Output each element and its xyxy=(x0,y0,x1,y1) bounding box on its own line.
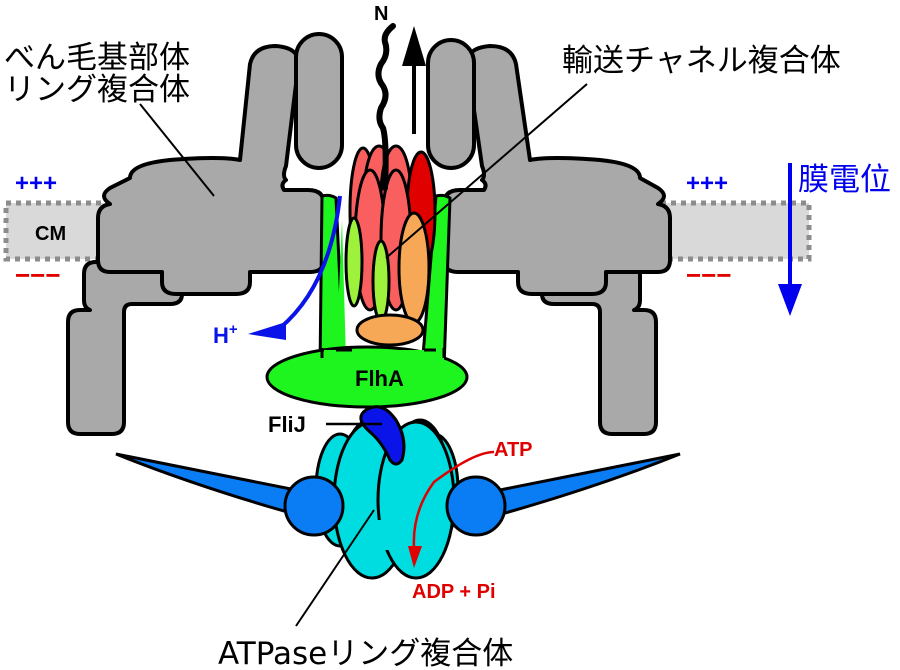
basal-body-leader-line xyxy=(139,103,215,197)
substrate-chain xyxy=(375,23,396,191)
proton-arrowhead-icon xyxy=(248,322,286,340)
plus-charges-left: +++ xyxy=(15,170,57,197)
atpase-ring-label: ATPaseリング複合体 xyxy=(218,636,513,670)
atpase-leader-line xyxy=(295,509,375,627)
n-terminus-label: N xyxy=(374,3,388,25)
membrane-potential-label: 膜電位 xyxy=(798,162,891,198)
export-channel-leader-line xyxy=(385,83,588,259)
flha-complex xyxy=(265,193,469,409)
basal-body-ring-left xyxy=(66,32,344,436)
atp-hydrolysis-arrow xyxy=(412,450,495,549)
adp-pi-label: ADP + Pi xyxy=(412,581,496,603)
basal-body-ring-right xyxy=(426,38,672,436)
basal-body-ring-label-line2: リング複合体 xyxy=(4,72,190,108)
stalk-right xyxy=(478,452,681,522)
flij-label: FliJ xyxy=(268,412,306,437)
cytoplasmic-membrane-left xyxy=(3,200,113,262)
export-channel-label: 輸送チャネル複合体 xyxy=(562,43,841,79)
flij-subunit xyxy=(359,405,406,466)
channel-base xyxy=(355,313,425,347)
stalk-head-right xyxy=(445,475,507,537)
cm-label: CM xyxy=(35,223,66,245)
flha-disc xyxy=(265,345,469,409)
minus-charges-left: −−− xyxy=(15,260,61,290)
proton-label: H+ xyxy=(213,321,238,348)
plus-charges-right: +++ xyxy=(686,170,728,197)
flha-label: FlhA xyxy=(355,366,404,391)
minus-charges-right: −−− xyxy=(686,260,732,290)
basal-body-ring-label-line1: べん毛基部体 xyxy=(4,40,190,76)
atp-label: ATP xyxy=(494,439,533,461)
membrane-potential-arrow-icon xyxy=(778,163,802,316)
atp-arrowhead-icon xyxy=(408,546,422,568)
proton-flow-arrow xyxy=(278,195,342,330)
export-channel-complex xyxy=(344,144,437,347)
export-direction-arrow-icon xyxy=(402,26,426,134)
cytoplasmic-membrane-right xyxy=(658,200,812,262)
stalk-head-left xyxy=(283,475,345,537)
